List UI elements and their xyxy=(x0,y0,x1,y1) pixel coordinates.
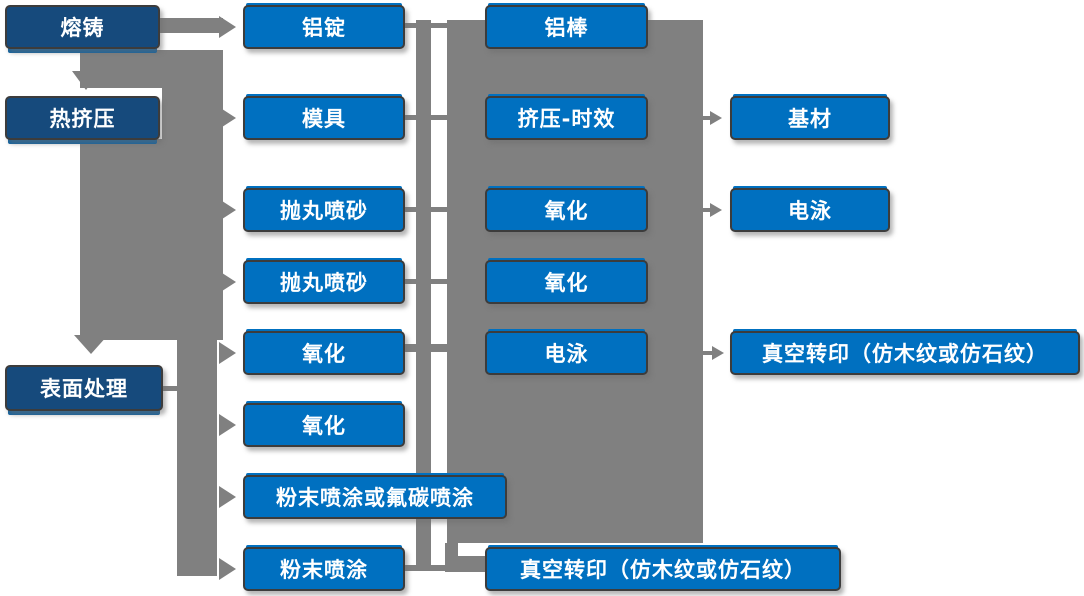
connector-row3-link xyxy=(405,207,450,212)
connector-row4-link xyxy=(405,279,450,284)
node-vacuum-transfer-1: 真空转印（仿木纹或仿石纹） xyxy=(485,547,841,591)
node-surface-treatment: 表面处理 xyxy=(5,365,163,411)
node-powder-or-fluorocarbon-coating: 粉末喷涂或氟碳喷涂 xyxy=(243,475,507,519)
arrow-to-shot-blasting-2 xyxy=(219,271,236,293)
node-extrusion-aging: 挤压-时效 xyxy=(485,96,648,140)
arrow-to-powder-or-fluorocarbon-coating xyxy=(219,486,236,508)
connector-band-lower xyxy=(177,340,217,576)
arrow-to-anodizing-2 xyxy=(219,414,236,436)
connector-band-right-of-col1 xyxy=(162,87,223,340)
connector-stem-to-electrophoresis xyxy=(703,208,711,212)
connector-stem-to-substrate xyxy=(703,116,711,120)
connector-row1-link xyxy=(405,23,450,28)
arrow-to-substrate xyxy=(710,111,722,125)
node-electrophoresis-2: 电泳 xyxy=(730,188,890,232)
node-vacuum-transfer-2: 真空转印（仿木纹或仿石纹） xyxy=(730,331,1080,375)
connector-band-below-melting xyxy=(80,50,223,88)
connector-top-arm-to-aluminum-ingot xyxy=(160,18,223,33)
connector-stem-to-vacuum-transfer xyxy=(703,351,713,355)
connector-row2-link xyxy=(405,115,450,120)
arrow-down-to-surface-treatment xyxy=(74,335,108,354)
connector-band-below-hot-extrusion xyxy=(80,139,162,340)
arrow-to-vacuum-transfer xyxy=(712,346,724,360)
connector-surface-treatment-stub xyxy=(163,386,178,391)
arrow-to-mold xyxy=(219,107,236,129)
connector-row5-link xyxy=(405,344,450,352)
node-anodizing-3: 氧化 xyxy=(485,188,648,232)
node-anodizing-4: 氧化 xyxy=(485,260,648,304)
node-aluminum-rod: 铝棒 xyxy=(485,5,648,49)
connector-middle-band xyxy=(416,20,431,571)
arrow-to-aluminum-ingot xyxy=(219,16,236,38)
node-aluminum-ingot: 铝锭 xyxy=(243,5,405,49)
arrow-to-powder-coating xyxy=(219,558,236,580)
node-electrophoresis-1: 电泳 xyxy=(485,331,648,375)
node-substrate: 基材 xyxy=(730,96,890,140)
arrow-to-anodizing-1 xyxy=(219,342,236,364)
node-shot-blasting-1: 抛丸喷砂 xyxy=(243,188,405,232)
node-anodizing-1: 氧化 xyxy=(243,331,405,375)
node-melting-casting: 熔铸 xyxy=(5,5,160,49)
arrow-to-electrophoresis xyxy=(710,203,722,217)
node-powder-coating: 粉末喷涂 xyxy=(243,547,405,591)
node-hot-extrusion: 热挤压 xyxy=(5,96,160,140)
node-anodizing-2: 氧化 xyxy=(243,403,405,447)
connector-bottom-link xyxy=(405,565,447,571)
node-mold: 模具 xyxy=(243,96,405,140)
arrow-down-to-hot-extrusion xyxy=(72,71,100,90)
arrow-to-shot-blasting-1 xyxy=(219,199,236,221)
node-shot-blasting-2: 抛丸喷砂 xyxy=(243,260,405,304)
